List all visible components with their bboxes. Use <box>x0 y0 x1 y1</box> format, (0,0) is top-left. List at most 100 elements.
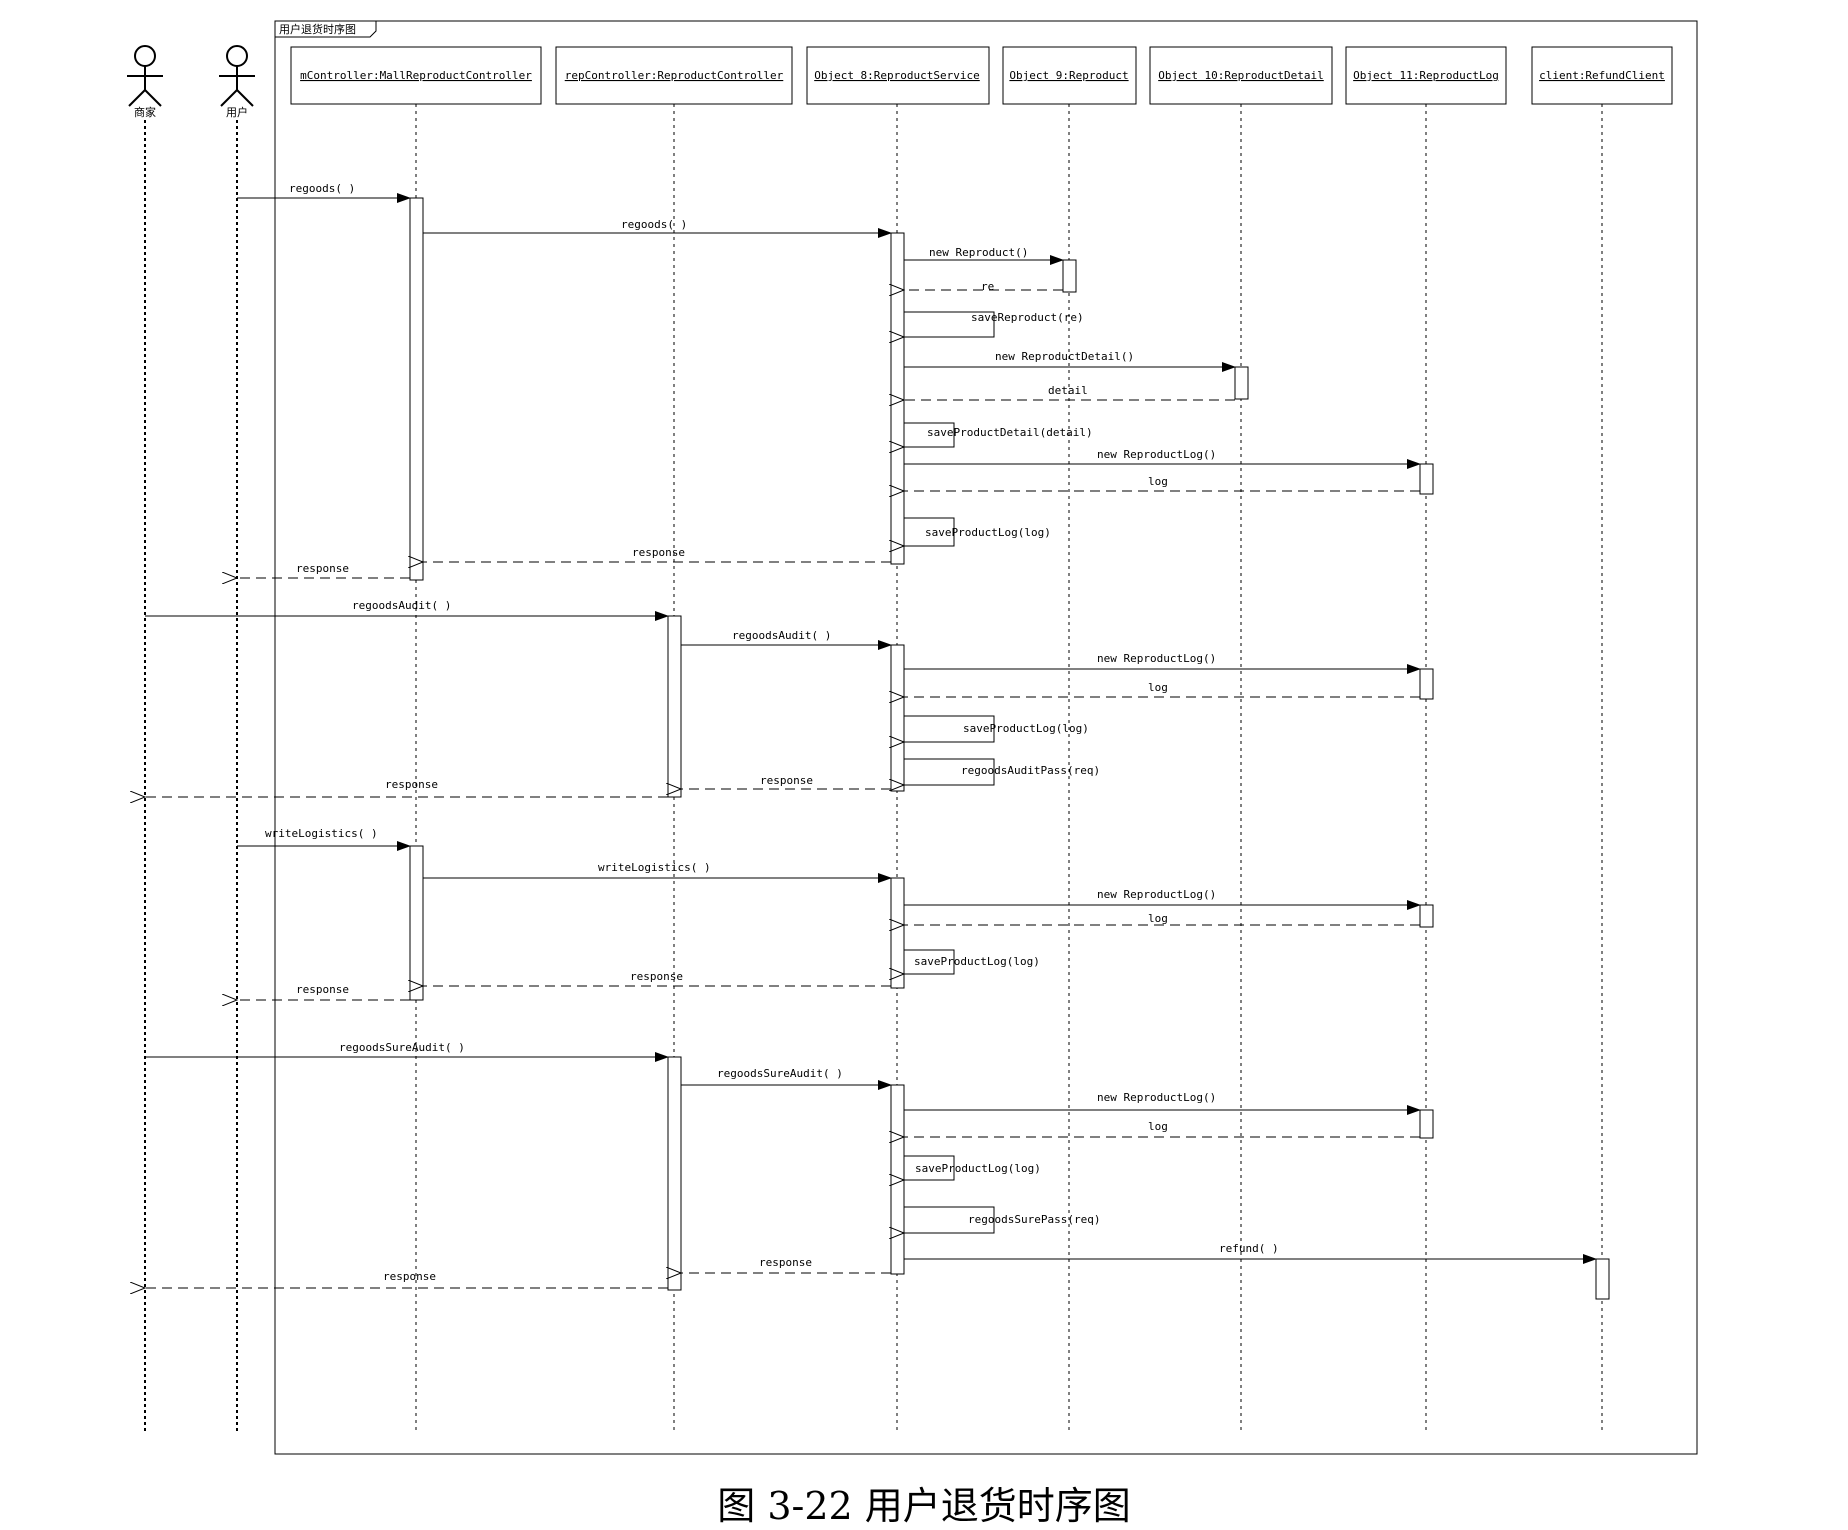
message: writeLogistics( ) <box>423 861 892 883</box>
actor-user: 用户 <box>219 45 255 1432</box>
message-label: saveProductLog(log) <box>925 526 1051 539</box>
message: log <box>904 681 1420 697</box>
object-client: client:RefundClient <box>1531 46 1673 1432</box>
message-label: regoods( ) <box>289 182 355 195</box>
message: refund( ) <box>904 1242 1597 1264</box>
message-label: saveProductLog(log) <box>914 955 1040 968</box>
object-det: Object 10:ReproductDetail <box>1149 46 1333 1432</box>
message-label: new ReproductDetail() <box>995 350 1134 363</box>
message: saveProductLog(log) <box>904 1155 1041 1180</box>
activations <box>409 197 1610 1300</box>
message: saveReproduct(re) <box>904 311 1084 337</box>
message: response <box>423 546 891 562</box>
message-label: response <box>632 546 685 559</box>
actor-merchant: 商家 <box>127 45 163 1432</box>
frame-title: 用户退货时序图 <box>279 22 356 36</box>
activation <box>409 845 424 1001</box>
message-label: log <box>1148 475 1168 488</box>
message-label: saveProductLog(log) <box>963 722 1089 735</box>
message-label: response <box>383 1270 436 1283</box>
activation <box>667 615 682 798</box>
message-label: refund( ) <box>1219 1242 1279 1255</box>
message: new ReproductLog() <box>904 1091 1421 1115</box>
stick-figure-icon <box>219 45 255 107</box>
object-label: Object 8:ReproductService <box>814 69 980 82</box>
object-label: mController:MallReproductController <box>300 69 532 82</box>
message-label: response <box>385 778 438 791</box>
message-label: regoodsSureAudit( ) <box>339 1041 465 1054</box>
activation <box>890 232 905 565</box>
message: regoodsSurePass(req) <box>904 1206 1100 1233</box>
message: re <box>904 280 1063 293</box>
message: response <box>681 774 891 789</box>
object-label: client:RefundClient <box>1539 69 1665 82</box>
activation <box>667 1056 682 1291</box>
message-label: regoodsSurePass(req) <box>968 1213 1100 1226</box>
message: saveProductDetail(detail) <box>904 422 1093 447</box>
message: new Reproduct() <box>904 246 1064 265</box>
message: response <box>423 970 891 986</box>
message: new ReproductLog() <box>904 448 1421 469</box>
object-rep: Object 9:Reproduct <box>1002 46 1137 1432</box>
message-label: writeLogistics( ) <box>598 861 711 874</box>
message-label: regoodsAudit( ) <box>732 629 831 642</box>
message: regoodsAuditPass(req) <box>904 758 1100 785</box>
message-label: regoodsAudit( ) <box>352 599 451 612</box>
activation <box>890 644 905 792</box>
message: saveProductLog(log) <box>904 517 1051 546</box>
message: new ReproductDetail() <box>904 350 1236 372</box>
message-label: regoods( ) <box>621 218 687 231</box>
activation <box>1595 1258 1610 1300</box>
activation <box>1419 1109 1434 1139</box>
message-label: log <box>1148 912 1168 925</box>
message-label: saveProductDetail(detail) <box>927 426 1093 439</box>
message-label: new ReproductLog() <box>1097 448 1216 461</box>
message-label: response <box>296 562 349 575</box>
message: saveProductLog(log) <box>904 949 1040 974</box>
actor-label: 用户 <box>226 105 248 119</box>
object-mctrl: mController:MallReproductController <box>290 46 542 1432</box>
message: log <box>904 1120 1420 1137</box>
message-label: regoodsAuditPass(req) <box>961 764 1100 777</box>
message: regoods( ) <box>423 218 892 238</box>
message: new ReproductLog() <box>904 652 1421 674</box>
message: response <box>145 1270 668 1288</box>
object-label: repController:ReproductController <box>565 69 784 82</box>
message-label: response <box>630 970 683 983</box>
message: response <box>145 778 668 797</box>
message: regoodsSureAudit( ) <box>145 1041 669 1062</box>
actor-label: 商家 <box>134 105 156 119</box>
message-label: regoodsSureAudit( ) <box>717 1067 843 1080</box>
message: regoodsAudit( ) <box>145 599 669 621</box>
object-label: Object 9:Reproduct <box>1009 69 1128 82</box>
activation <box>1062 259 1077 293</box>
activation <box>1419 668 1434 700</box>
message: regoodsSureAudit( ) <box>681 1067 892 1090</box>
object-label: Object 10:ReproductDetail <box>1158 69 1324 82</box>
activation <box>409 197 424 581</box>
message-label: log <box>1148 1120 1168 1133</box>
message-label: saveProductLog(log) <box>915 1162 1041 1175</box>
object-label: Object 11:ReproductLog <box>1353 69 1499 82</box>
message-label: re <box>981 280 994 293</box>
message-label: log <box>1148 681 1168 694</box>
activation <box>1234 366 1249 400</box>
activation <box>1419 904 1434 928</box>
message: regoods( ) <box>237 182 411 203</box>
message-label: writeLogistics( ) <box>265 827 378 840</box>
object-log: Object 11:ReproductLog <box>1345 46 1507 1432</box>
message: detail <box>904 384 1235 400</box>
message-label: response <box>760 774 813 787</box>
stick-figure-icon <box>127 45 163 107</box>
object-rctrl: repController:ReproductController <box>555 46 793 1432</box>
message-label: new ReproductLog() <box>1097 1091 1216 1104</box>
message-label: new Reproduct() <box>929 246 1028 259</box>
message: response <box>237 562 410 578</box>
message-label: response <box>296 983 349 996</box>
message-label: new ReproductLog() <box>1097 888 1216 901</box>
frame: 用户退货时序图 <box>274 20 1698 1455</box>
message-label: new ReproductLog() <box>1097 652 1216 665</box>
message: log <box>904 475 1420 491</box>
message-label: response <box>759 1256 812 1269</box>
